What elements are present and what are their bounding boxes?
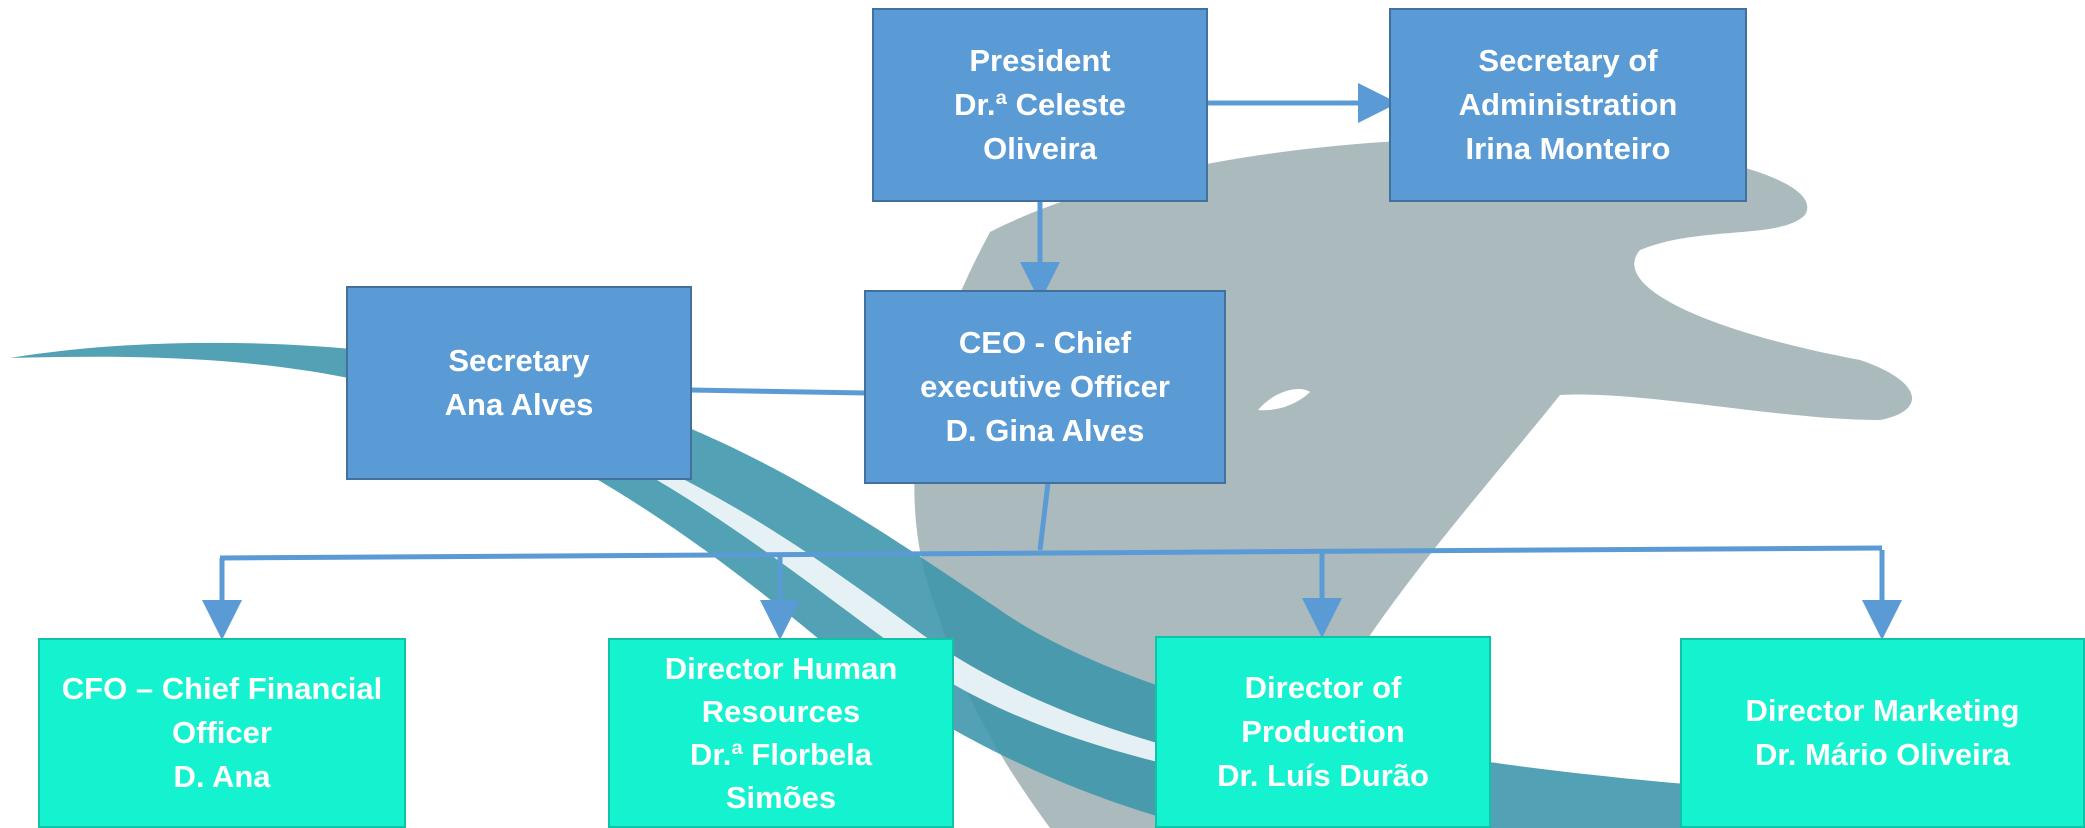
secretary-of-administration-box[interactable]: Secretary of Administration Irina Montei… <box>1389 8 1747 202</box>
president-title: President <box>969 43 1111 78</box>
director-marketing-box[interactable]: Director Marketing Dr. Mário Oliveira <box>1680 638 2085 828</box>
president-name-line-1: Dr.ª Celeste <box>954 87 1126 122</box>
ceo-box[interactable]: CEO - Chief executive Officer D. Gina Al… <box>864 290 1226 484</box>
director-production-box[interactable]: Director of Production Dr. Luís Durão <box>1155 636 1491 828</box>
wave-swoosh-shape <box>10 342 2085 828</box>
ceo-name: D. Gina Alves <box>945 413 1145 448</box>
cfo-title-line-1: CFO – Chief Financial <box>61 671 383 706</box>
cfo-name: D. Ana <box>173 759 271 794</box>
ceo-title-line-1: CEO - Chief <box>958 325 1132 360</box>
secretary-name: Ana Alves <box>444 387 594 422</box>
sec-admin-title-line-1: Secretary of <box>1478 43 1658 78</box>
hr-title-line-2: Resources <box>701 694 861 729</box>
president-box[interactable]: President Dr.ª Celeste Oliveira <box>872 8 1208 202</box>
marketing-name: Dr. Mário Oliveira <box>1755 737 2010 772</box>
ceo-title-line-2: executive Officer <box>920 369 1170 404</box>
production-name: Dr. Luís Durão <box>1217 758 1429 793</box>
production-title-line-1: Director of <box>1244 670 1402 705</box>
cfo-title-line-2: Officer <box>172 715 272 750</box>
ceo-down-line <box>1037 482 1051 551</box>
hr-name-line-2: Simões <box>725 780 837 815</box>
ceo-to-secretary-line <box>689 387 867 396</box>
marketing-title: Director Marketing <box>1745 693 2020 728</box>
sec-admin-title-line-2: Administration <box>1458 87 1678 122</box>
president-name-line-2: Oliveira <box>983 131 1097 166</box>
dolphin-eye-shape <box>1258 389 1310 411</box>
secretary-title: Secretary <box>448 343 590 378</box>
sec-admin-name: Irina Monteiro <box>1465 131 1671 166</box>
director-human-resources-box[interactable]: Director Human Resources Dr.ª Florbela S… <box>608 638 954 828</box>
hr-title-line-1: Director Human <box>664 651 898 686</box>
production-title-line-2: Production <box>1241 714 1405 749</box>
secretary-box[interactable]: Secretary Ana Alves <box>346 286 692 480</box>
director-bus-line <box>219 545 1883 561</box>
cfo-box[interactable]: CFO – Chief Financial Officer D. Ana <box>38 638 406 828</box>
hr-name-line-1: Dr.ª Florbela <box>689 737 873 772</box>
